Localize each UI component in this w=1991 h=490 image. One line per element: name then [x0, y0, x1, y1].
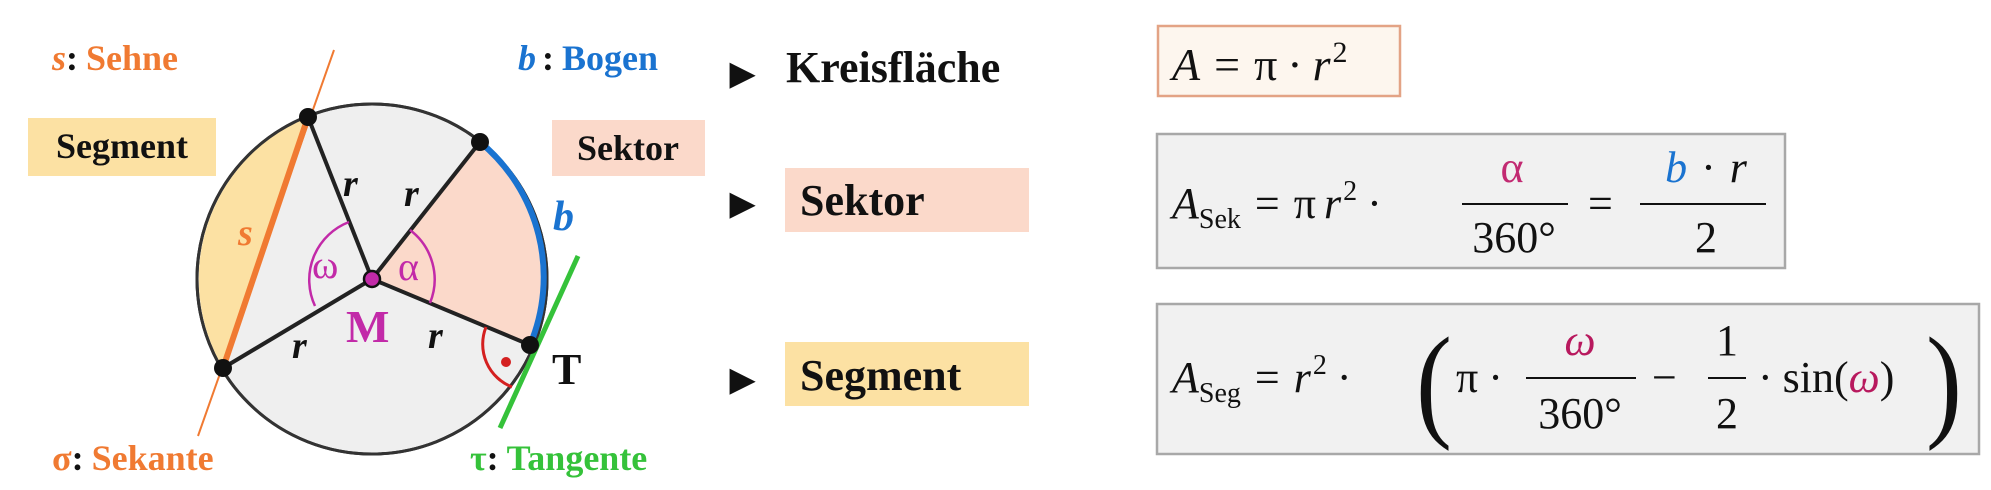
row-segment-marker: ▶: [729, 361, 756, 397]
chord-s: [220, 116, 311, 369]
sekante-label: σ:Sekante: [52, 438, 214, 478]
arc-b: [478, 139, 547, 347]
point-T: [521, 336, 539, 354]
formula-segment-num1: ω: [1564, 316, 1595, 365]
bogen-label: b:Bogen: [518, 38, 658, 78]
row-kreisflaeche-marker: ▶: [729, 55, 756, 91]
formula-area: A=π·r2: [1169, 36, 1348, 90]
point-chord-bottom: [214, 359, 232, 377]
radius-2: [370, 140, 482, 281]
segment-label-box: [28, 118, 216, 176]
formula-segment-lparen: (: [1416, 312, 1452, 452]
segment-region: [198, 117, 308, 368]
formula-segment-den2: 2: [1716, 389, 1738, 438]
omega-label: ω: [312, 242, 338, 287]
row-sektor-marker: ▶: [729, 185, 756, 221]
row-sektor-title: Sektor: [800, 176, 925, 225]
formula-segment-num2: 1: [1716, 316, 1738, 365]
angle-omega-arc: [307, 220, 350, 307]
point-chord-top: [299, 108, 317, 126]
sektor-label-box: [552, 120, 705, 176]
arc-b-label: b: [553, 194, 574, 240]
formula-sektor-eq2: =: [1588, 179, 1613, 228]
formula-segment-lhs: ASeg=r2·: [1169, 350, 1352, 409]
sehne-label: s:Sehne: [51, 38, 178, 78]
sektor-box-text: Sektor: [577, 128, 679, 168]
formula-segment-pi: π·: [1456, 353, 1503, 402]
row-kreisflaeche-title: Kreisfläche: [786, 43, 1000, 92]
formula-area-box: [1156, 24, 1402, 98]
formula-sektor-box: [1155, 132, 1787, 270]
right-angle-marker: [481, 326, 513, 389]
chord-s-label: s: [237, 212, 253, 254]
formula-sektor-den1: 360°: [1472, 213, 1556, 262]
right-angle-dot: [501, 357, 511, 367]
formula-sektor-num2: b·r: [1665, 143, 1748, 192]
tangente-label: τ:Tangente: [470, 438, 647, 478]
point-sektor-top: [471, 133, 489, 151]
tangent-point-label: T: [552, 345, 581, 394]
center-label-M: M: [346, 301, 389, 352]
radius-4: [371, 277, 531, 347]
angle-alpha-arc: [409, 229, 436, 304]
circle-outline: [195, 102, 549, 456]
radius-label-4: r: [428, 315, 444, 357]
formula-sektor-den2: 2: [1695, 213, 1717, 262]
radius-label-2: r: [404, 173, 420, 215]
radius-3: [221, 277, 374, 370]
formula-segment-minus: −: [1652, 353, 1677, 402]
formula-sektor-num1: α: [1500, 143, 1523, 192]
formula-segment-rparen: ): [1926, 312, 1962, 452]
formula-segment-sin: ·sin(ω): [1758, 353, 1894, 402]
tangent-line: [497, 254, 581, 430]
alpha-label: α: [398, 244, 419, 289]
radius-1: [306, 116, 374, 280]
row-sektor-box: [785, 168, 1029, 232]
formula-segment-den1: 360°: [1538, 389, 1622, 438]
segment-box-text: Segment: [56, 126, 188, 166]
row-segment-title: Segment: [800, 351, 962, 400]
row-segment-box: [785, 342, 1029, 406]
radius-label-1: r: [343, 163, 359, 205]
sektor-region: [372, 142, 544, 345]
radius-label-3: r: [292, 325, 308, 367]
center-point: [362, 269, 382, 289]
